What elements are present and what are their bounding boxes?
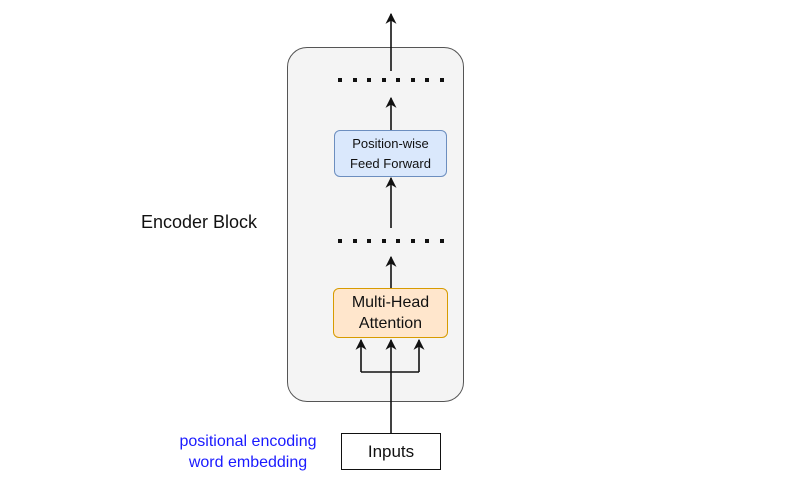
embedding-labels: positional encoding word embedding [160, 431, 336, 473]
ellipsis-dot [396, 239, 401, 243]
encoder-block-frame [287, 47, 464, 402]
ellipsis-dot [410, 78, 415, 82]
ellipsis-dot [425, 239, 430, 243]
ellipsis-dot [439, 239, 444, 243]
ellipsis-dot [367, 78, 372, 82]
ellipsis-dot [352, 78, 357, 82]
positional-encoding-label: positional encoding [179, 433, 317, 450]
ellipsis-dot [381, 239, 386, 243]
attention-label-line2: Attention [358, 315, 423, 332]
top-ellipsis [338, 77, 444, 83]
ellipsis-dot [338, 78, 342, 82]
middle-ellipsis [338, 238, 444, 244]
ellipsis-dot [425, 78, 430, 82]
ellipsis-dot [381, 78, 386, 82]
ellipsis-dot [410, 239, 415, 243]
multi-head-attention-box: Multi-Head Attention [333, 288, 448, 338]
ellipsis-dot [439, 78, 444, 82]
ellipsis-dot [367, 239, 372, 243]
inputs-label: Inputs [367, 441, 415, 461]
encoder-block-title: Encoder Block [141, 212, 258, 232]
ellipsis-dot [338, 239, 342, 243]
feed-forward-box: Position-wise Feed Forward [334, 130, 447, 177]
feed-forward-label-line1: Position-wise [352, 135, 429, 151]
attention-label-line1: Multi-Head [351, 294, 430, 311]
ellipsis-dot [396, 78, 401, 82]
inputs-box: Inputs [341, 433, 441, 470]
feed-forward-label-line2: Feed Forward [350, 155, 431, 171]
ellipsis-dot [352, 239, 357, 243]
word-embedding-label: word embedding [188, 454, 308, 471]
